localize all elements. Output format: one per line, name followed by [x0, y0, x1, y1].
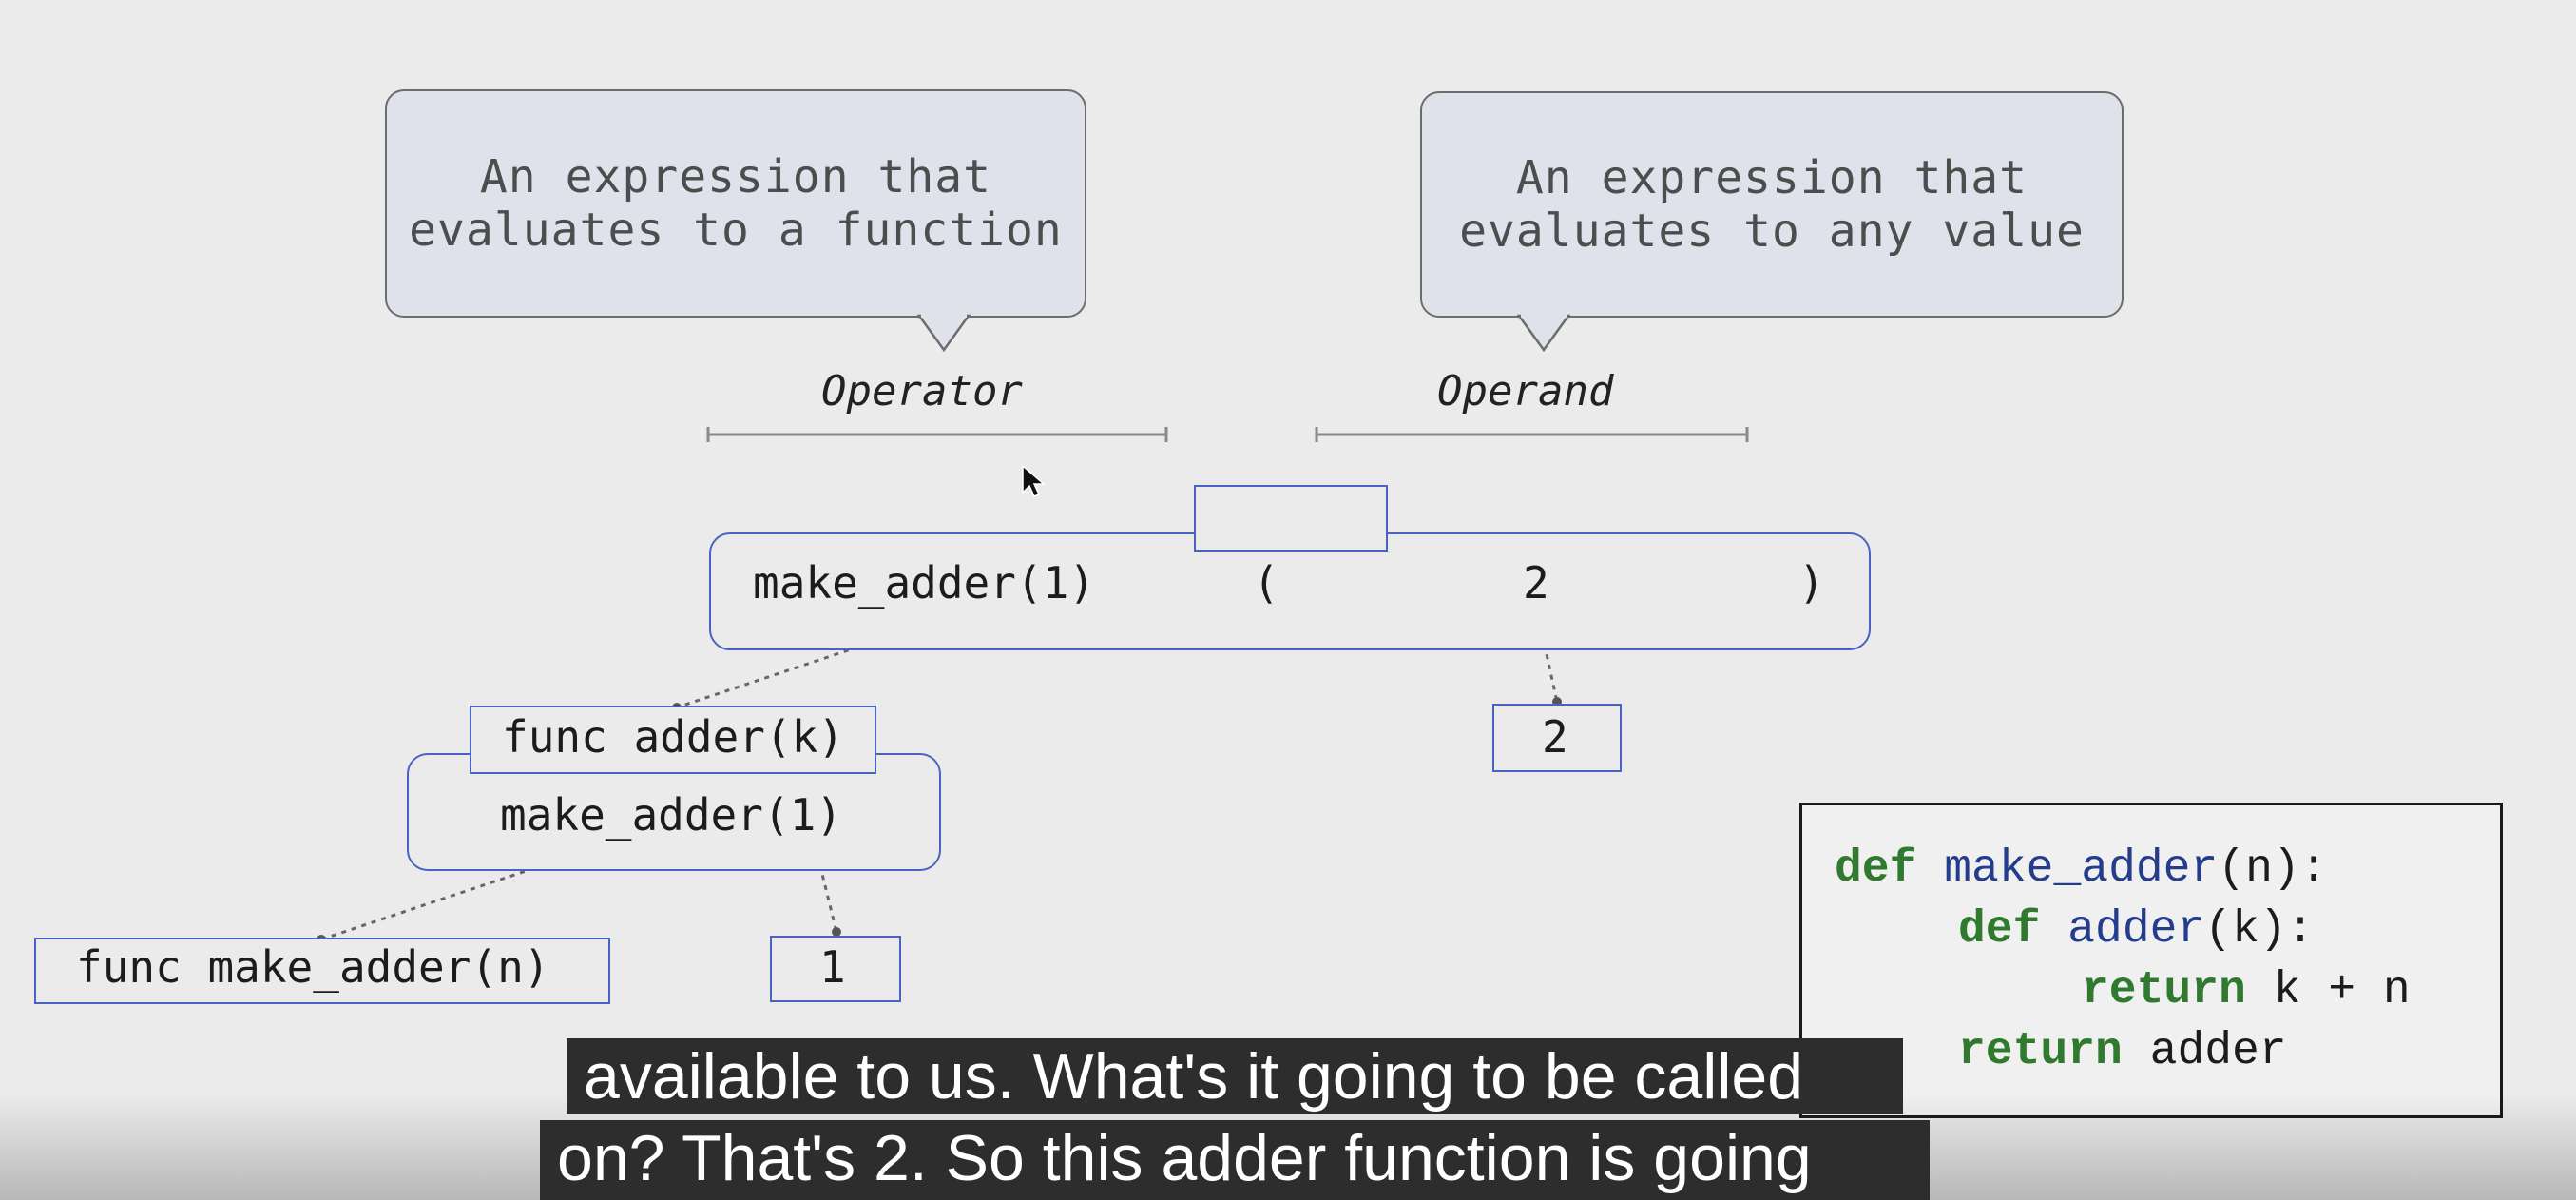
operand-value-text: 2 [1542, 711, 1568, 763]
operator-range [706, 427, 1168, 442]
mouse-cursor-icon [1022, 464, 1047, 497]
close-paren: ) [1798, 557, 1825, 609]
code-panel: def make_adder(n): def adder(k): return … [1799, 803, 2503, 1118]
open-paren: ( [1253, 557, 1279, 609]
call-expression-frame [709, 532, 1871, 650]
operator-callout-tail [917, 314, 971, 353]
caption-line-2: on? That's 2. So this adder function is … [540, 1120, 1930, 1200]
inner-call-text: make_adder(1) [500, 789, 843, 841]
operand-callout-tail [1517, 314, 1570, 353]
code-line-3-rest: k + n [2245, 965, 2411, 1016]
code-line-2-rest: (k): [2204, 904, 2315, 956]
code-line-4: return adder [1958, 1026, 2287, 1077]
code-line-3: return k + n [2082, 965, 2411, 1016]
operand-callout-line2: evaluates to any value [1459, 204, 2085, 258]
inner-operand-value-box [770, 936, 901, 1002]
adder-func-box [470, 706, 876, 774]
operand-callout: An expression that evaluates to any valu… [1420, 91, 2124, 318]
code-line-1-name: make_adder [1944, 843, 2219, 895]
operand-value-box [1492, 704, 1622, 772]
operand-label: Operand [1437, 367, 1614, 416]
caption-line-1: available to us. What's it going to be c… [567, 1038, 1903, 1114]
code-line-4-rest: adder [2122, 1026, 2287, 1077]
code-line-1-keyword: def [1835, 843, 1917, 895]
code-line-4-keyword: return [1958, 1026, 2123, 1077]
make-adder-func-box [34, 938, 610, 1004]
code-line-2-name: adder [2067, 904, 2205, 956]
adder-func-text: func adder(k) [502, 711, 845, 763]
operand-callout-line1: An expression that [1515, 151, 2028, 204]
code-line-2-keyword: def [1958, 904, 2041, 956]
inner-operand-value-text: 1 [819, 941, 846, 993]
main-operator-text: make_adder(1) [753, 557, 1096, 609]
code-line-3-keyword: return [2082, 965, 2246, 1016]
operator-callout-line1: An expression that [479, 150, 992, 203]
empty-value-box [1194, 485, 1388, 552]
operator-callout: An expression that evaluates to a functi… [385, 89, 1086, 318]
make-adder-func-text: func make_adder(n) [76, 941, 550, 993]
operator-label: Operator [821, 367, 1023, 416]
operator-callout-line2: evaluates to a function [409, 203, 1063, 257]
code-line-1-rest: (n): [2218, 843, 2328, 895]
operand-range [1315, 427, 1749, 442]
main-operand-text: 2 [1523, 557, 1549, 609]
code-line-1: def make_adder(n): [1835, 843, 2328, 895]
code-line-2: def adder(k): [1958, 904, 2314, 956]
